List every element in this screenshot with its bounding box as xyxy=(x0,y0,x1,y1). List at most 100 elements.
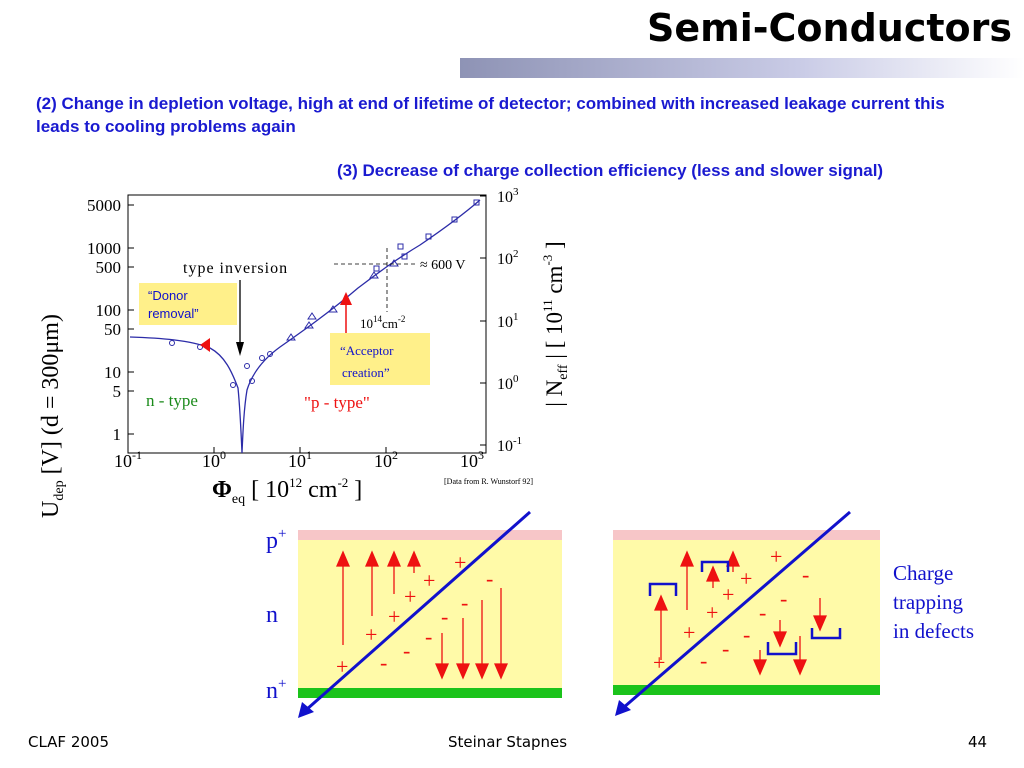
plus-charge: + xyxy=(770,544,782,569)
guide-lines xyxy=(334,248,415,312)
footer-author: Steinar Stapnes xyxy=(448,733,568,751)
n-plus-label: n+ xyxy=(266,676,286,704)
p-plus-label: p+ xyxy=(266,526,286,554)
y-left-tick: 100 xyxy=(96,301,122,320)
y-right-axis-label: | Neff | [ 1011 cm-3 ] xyxy=(540,241,571,406)
minus-charge: - xyxy=(780,586,787,611)
charge-trapping-note: trapping xyxy=(893,590,963,614)
n-plus-layer xyxy=(613,685,880,695)
y-left-tick: 1 xyxy=(113,425,122,444)
acceptor-creation-text: creation” xyxy=(342,365,390,380)
x-tick: 10-1 xyxy=(114,448,142,471)
type-inversion-label: type inversion xyxy=(183,260,288,277)
minus-charge: - xyxy=(425,624,432,649)
plus-charge: + xyxy=(404,584,416,609)
trap-brackets xyxy=(648,560,842,656)
n-label: n xyxy=(266,602,278,628)
minus-charge: - xyxy=(486,566,493,591)
plus-charge: + xyxy=(653,650,665,675)
detector-left: + + + + + + - - - - - - xyxy=(298,510,562,718)
x-tick: 103 xyxy=(460,448,484,471)
minus-charge: - xyxy=(743,622,750,647)
plus-charge: + xyxy=(740,566,752,591)
slide-title: Semi-Conductors xyxy=(647,6,1012,50)
detector-right: + + + + + + - - - - - - xyxy=(613,510,880,716)
point-3-text: (3) Decrease of charge collection effici… xyxy=(337,161,884,180)
y-left-tick: 50 xyxy=(104,320,121,339)
charge-trapping-note: in defects xyxy=(893,619,974,643)
fluence-annotation: 1014cm-2 xyxy=(360,314,405,331)
minus-charge: - xyxy=(380,650,387,675)
trap-bracket xyxy=(700,560,730,572)
donor-removal-marker xyxy=(200,338,210,352)
particle-track-arrowhead xyxy=(615,700,631,716)
plus-charge: + xyxy=(683,620,695,645)
minus-charge: - xyxy=(722,636,729,661)
type-inversion-arrow-head xyxy=(236,342,244,356)
x-tick-labels: 10-1 100 101 102 103 xyxy=(114,448,484,471)
x-tick: 100 xyxy=(202,448,226,471)
plus-charge: + xyxy=(706,600,718,625)
y-left-axis-label: Udep [V] (d = 300μm) xyxy=(38,314,67,518)
x-tick: 101 xyxy=(288,448,312,471)
y-left-tick: 1000 xyxy=(87,239,121,258)
donor-removal-text: “Donor xyxy=(148,288,188,303)
y-right-tick: 101 xyxy=(497,311,519,331)
depletion-voltage-plot: Udep [V] (d = 300μm) 5000 1000 500 100 5… xyxy=(38,186,571,518)
charge-trapping-note: Charge xyxy=(893,561,953,585)
y-left-tick: 5000 xyxy=(87,196,121,215)
p-plus-layer xyxy=(298,530,562,540)
y-left-tick-labels: 5000 1000 500 100 50 10 5 1 xyxy=(87,196,121,444)
n-plus-layer xyxy=(298,688,562,698)
y-left-tick: 5 xyxy=(113,382,122,401)
minus-charge: - xyxy=(461,590,468,615)
acceptor-creation-text: “Acceptor xyxy=(340,343,394,358)
hole-drift-arrows xyxy=(654,550,740,660)
title-underline-bar xyxy=(460,58,1024,78)
trap-bracket xyxy=(648,582,678,596)
hole-drift-arrows xyxy=(336,550,421,645)
particle-track-arrowhead xyxy=(298,702,314,718)
x-tick: 102 xyxy=(374,448,398,471)
y-right-tick-marks xyxy=(480,195,486,446)
minus-charge: - xyxy=(403,638,410,663)
acceptor-creation-box xyxy=(330,333,430,385)
electron-drift-arrows xyxy=(753,598,827,676)
y-right-tick: 100 xyxy=(497,373,519,393)
donor-removal-text: removal” xyxy=(148,306,199,321)
y-right-tick: 10-1 xyxy=(497,435,522,455)
plus-charge: + xyxy=(388,604,400,629)
p-plus-layer xyxy=(613,530,880,540)
donor-removal-box xyxy=(139,283,237,325)
voltage-annotation: ≈ 600 V xyxy=(420,258,466,273)
minus-charge: - xyxy=(802,562,809,587)
y-left-tick-marks xyxy=(128,204,134,435)
particle-track xyxy=(622,510,851,710)
y-right-tick: 102 xyxy=(497,248,519,268)
detector-diagrams: p+ n n+ + + + + + + - - xyxy=(266,510,974,718)
y-right-tick-labels: 103 102 101 100 10-1 xyxy=(497,186,522,455)
acceptor-arrow-head xyxy=(340,292,352,305)
charge-signs: + + + + + + - - - - - - xyxy=(336,550,493,679)
plus-charge: + xyxy=(365,622,377,647)
trap-bracket xyxy=(810,628,842,640)
plot-frame xyxy=(127,194,487,454)
depletion-voltage-curve xyxy=(129,199,481,454)
n-bulk xyxy=(613,540,880,685)
plus-charge: + xyxy=(336,654,348,679)
x-tick-marks xyxy=(213,447,387,453)
plus-charge: + xyxy=(423,568,435,593)
data-source-note: [Data from R. Wunstorf 92] xyxy=(444,477,533,486)
data-markers xyxy=(169,199,480,388)
y-right-tick: 103 xyxy=(497,186,519,206)
charge-signs: + + + + + + - - - - - - xyxy=(653,544,809,675)
particle-track xyxy=(305,510,531,712)
plus-charge: + xyxy=(454,550,466,575)
plus-charge: + xyxy=(722,582,734,607)
footer-page-number: 44 xyxy=(968,733,988,751)
x-axis-label: Φeq [ 1012 cm-2 ] xyxy=(212,475,362,507)
electron-drift-arrows xyxy=(435,588,508,680)
y-left-tick: 10 xyxy=(104,363,121,382)
trap-bracket xyxy=(766,642,798,656)
minus-charge: - xyxy=(441,604,448,629)
